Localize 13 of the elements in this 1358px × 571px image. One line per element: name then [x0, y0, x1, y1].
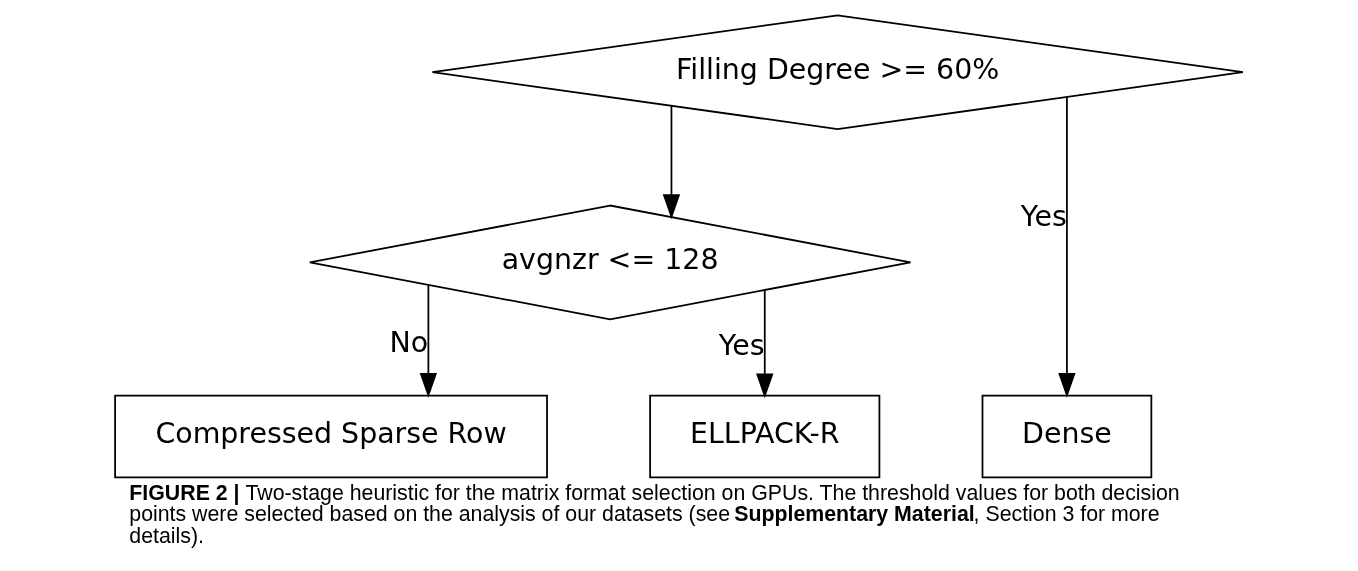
node-diamond: Filling Degree >= 60% — [431, 14, 1244, 130]
arrow — [419, 284, 438, 398]
arrow — [1058, 96, 1076, 398]
edge-label: Yes — [718, 329, 765, 363]
arrow — [756, 289, 774, 399]
node-box: ELLPACK-R — [649, 394, 881, 479]
edge-label: Yes — [1020, 200, 1067, 234]
edge-label: No — [389, 326, 429, 360]
caption: FIGURE 2 | Two-stage heuristic for the matrix format selection on GPUs. The threshold values for both decision points were selected based on the analysis of our datasets (see Supplementary Material, Section 3 for more details). — [129, 480, 1180, 548]
arrow — [662, 105, 681, 220]
node-box: Dense — [981, 394, 1153, 479]
node-box: Compressed Sparse Row — [114, 394, 548, 479]
node-diamond: avgnzr <= 128 — [308, 204, 912, 321]
